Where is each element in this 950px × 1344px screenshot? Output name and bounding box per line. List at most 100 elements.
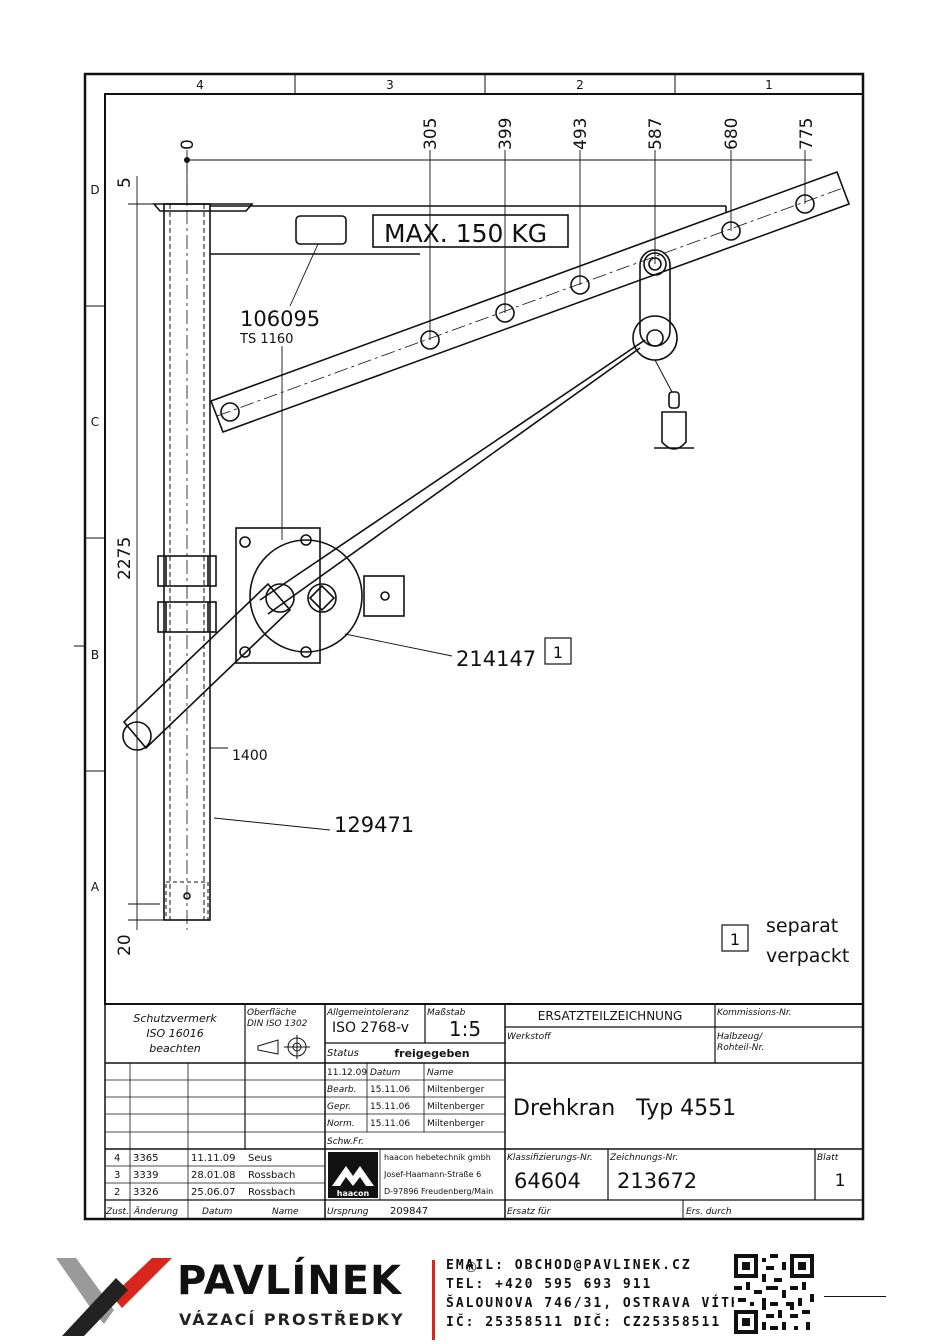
approval-date: 15.11.06	[370, 1085, 410, 1095]
change-date: 11.11.09	[191, 1153, 236, 1164]
part-plate-number: 106095	[240, 307, 320, 331]
klass-value: 64604	[514, 1169, 581, 1193]
approval-name: Miltenberger	[427, 1085, 485, 1095]
changes-header-aend: Änderung	[133, 1206, 178, 1217]
company-city: D-97896 Freudenberg/Main	[384, 1187, 493, 1196]
dim-493: 493	[571, 118, 591, 150]
dim-origin: 0	[178, 139, 198, 150]
klass-label: Klassifizierungs-Nr.	[507, 1153, 593, 1163]
oberflaeche-label: Oberfläche	[247, 1008, 297, 1018]
approval-date: 15.11.06	[370, 1119, 410, 1129]
ersatz-label: Ersatz für	[507, 1207, 552, 1217]
winch-bracket	[235, 527, 321, 664]
zone-col-4: 4	[196, 78, 204, 92]
ursprung-value: 209847	[390, 1206, 428, 1217]
zone-col-3: 3	[386, 78, 394, 92]
dim-305: 305	[421, 118, 441, 150]
accent-bar	[432, 1260, 435, 1340]
contact-block: EMAIL: OBCHOD@PAVLINEK.CZ TEL: +420 595 …	[446, 1256, 790, 1332]
change-zust: 4	[114, 1153, 120, 1164]
change-name: Seus	[248, 1153, 272, 1164]
zeichnung-label: Zeichnungs-Nr.	[609, 1153, 678, 1163]
werkstoff-label: Werkstoff	[507, 1032, 552, 1042]
rope-clamp	[668, 391, 680, 409]
toleranz-label: Allgemeintoleranz	[326, 1008, 409, 1018]
dim-775: 775	[797, 118, 817, 150]
column-clamp-upper	[157, 555, 217, 587]
winch-drum	[249, 539, 363, 653]
technical-drawing: 4 3 2 1 D C B A	[74, 72, 865, 1221]
dim-height: 2275	[115, 537, 135, 580]
drawing-title: Drehkran Typ 4551	[513, 1096, 736, 1121]
zone-col-2: 2	[576, 78, 584, 92]
halbzeug-label-2: Rohteil-Nr.	[717, 1043, 764, 1053]
approval-name: Miltenberger	[427, 1102, 485, 1112]
part-winch-box: 1	[553, 643, 563, 662]
dim-arm-height: 1400	[232, 748, 268, 764]
change-name: Rossbach	[248, 1170, 295, 1181]
change-number: 3365	[133, 1153, 158, 1164]
note-box: 1	[730, 930, 740, 949]
shackle	[661, 411, 687, 450]
drawing-area-frame	[104, 93, 864, 1005]
pavlinek-x-icon	[56, 1258, 172, 1336]
kommission-label: Kommissions-Nr.	[717, 1008, 792, 1018]
title-header: ERSATZTEILZEICHNUNG	[538, 1009, 683, 1023]
approval-role: Bearb.	[327, 1085, 357, 1095]
dimension-origin-dot	[184, 157, 190, 163]
part-plate-sub: TS 1160	[239, 332, 293, 347]
date-header-3: Name	[427, 1068, 454, 1078]
registered-mark: ®	[464, 1260, 478, 1276]
label-plate	[295, 215, 347, 245]
max-load-label: MAX. 150 KG	[384, 219, 547, 248]
note-line-1: separat	[766, 915, 838, 937]
crane-drawing	[122, 160, 851, 930]
approval-date: 15.11.06	[370, 1102, 410, 1112]
contact-ids: IČ: 25358511 DIČ: CZ25358511	[446, 1315, 722, 1330]
status-value: freigegeben	[394, 1047, 469, 1060]
company-name: haacon hebetechnik gmbh	[384, 1153, 491, 1162]
dim-680: 680	[722, 118, 742, 150]
schutz-line-2: ISO 16016	[146, 1027, 203, 1040]
title-block-grid	[104, 1004, 863, 1219]
brand-subtitle: VÁZACÍ PROSTŘEDKY	[179, 1310, 405, 1329]
qr-code-icon[interactable]	[734, 1254, 814, 1334]
date-header-2: Datum	[370, 1068, 401, 1078]
contact-address: ŠALOUNOVA 746/31, OSTRAVA VÍTKOVICE	[446, 1296, 790, 1311]
halbzeug-label: Halbzeug/	[717, 1032, 763, 1042]
part-column-number: 129471	[334, 813, 414, 837]
contact-phone[interactable]: TEL: +420 595 693 911	[446, 1277, 653, 1292]
approval-name: Miltenberger	[427, 1119, 485, 1129]
blatt-label: Blatt	[817, 1153, 839, 1163]
ersdurch-label: Ers. durch	[686, 1207, 732, 1217]
change-zust: 3	[114, 1170, 120, 1181]
massstab-value: 1:5	[449, 1017, 481, 1041]
approval-role: Schw.Fr.	[327, 1137, 364, 1147]
contact-email[interactable]: EMAIL: OBCHOD@PAVLINEK.CZ	[446, 1258, 692, 1273]
zone-col-1: 1	[765, 78, 773, 92]
footer-rule	[824, 1296, 886, 1297]
winch-handle-mount	[363, 575, 405, 617]
changes-header-datum: Datum	[202, 1207, 233, 1217]
zone-row-b: B	[91, 648, 99, 662]
oberflaeche-norm: DIN ISO 1302	[247, 1019, 308, 1029]
dim-bottom-offset: 20	[115, 934, 135, 956]
status-label: Status	[327, 1048, 359, 1059]
company-street: Josef-Haamann-Straße 6	[383, 1170, 481, 1179]
note-line-2: verpackt	[766, 945, 849, 967]
boom	[209, 170, 851, 434]
top-plate	[152, 203, 254, 212]
change-number: 3339	[133, 1170, 158, 1181]
zone-row-a: A	[91, 880, 100, 894]
change-date: 28.01.08	[191, 1170, 236, 1181]
haacon-logo: haacon	[328, 1152, 378, 1198]
zone-row-c: C	[91, 415, 99, 429]
dim-587: 587	[646, 118, 666, 150]
approval-role: Gepr.	[327, 1102, 351, 1112]
brand-name: PAVLÍNEK	[177, 1258, 403, 1304]
zeichnung-value: 213672	[617, 1169, 697, 1193]
schutz-line-3: beachten	[149, 1042, 201, 1055]
crank-arm	[122, 582, 292, 750]
zone-row-d: D	[90, 183, 99, 197]
dimension-lines	[128, 150, 812, 930]
